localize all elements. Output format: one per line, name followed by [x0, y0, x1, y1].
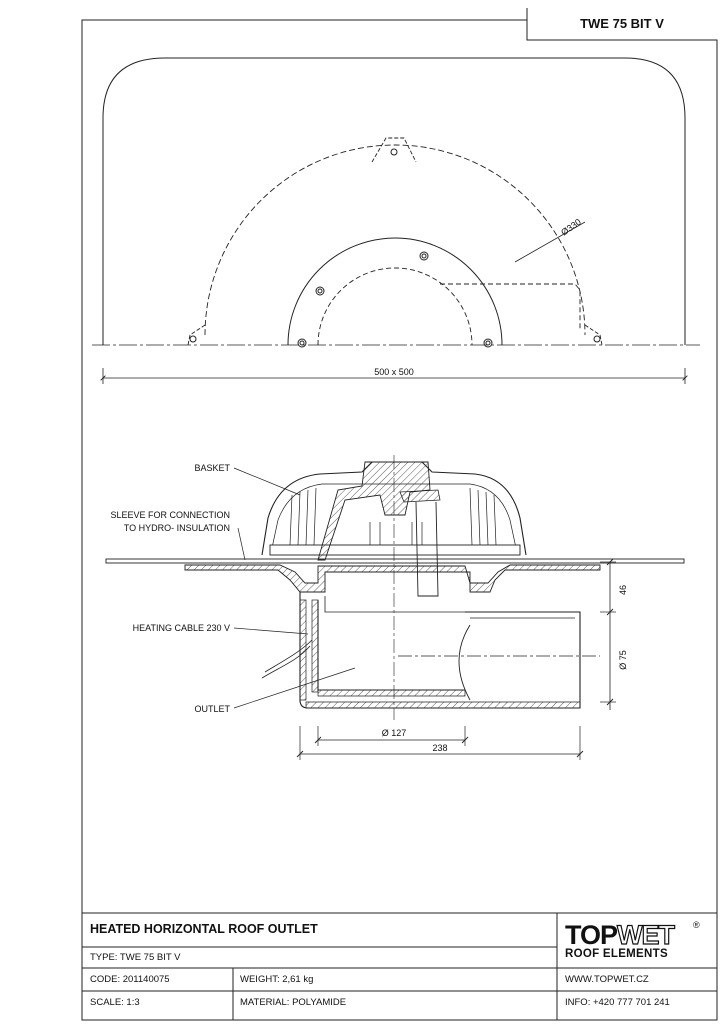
section-view [105, 455, 685, 760]
plan-diameter-leader [514, 221, 586, 263]
plan-diameter-label: Ø330 [559, 217, 583, 238]
plan-flange-outline [102, 57, 686, 345]
drawing-code: TWE 75 BIT V [580, 15, 664, 31]
logo-top: TOP [565, 920, 618, 950]
weight-field: WEIGHT: 2,61 kg [240, 974, 314, 985]
basket-centre-stem [317, 461, 431, 561]
label-sleeve-line2: TO HYDRO- INSULATION [124, 523, 230, 533]
plan-size-label: 500 x 500 [374, 367, 414, 377]
logo-wet: WET [616, 920, 675, 950]
roof-membrane [105, 558, 685, 564]
dim-height-top: 46 [618, 585, 628, 595]
logo-wordmark: TOPWET [565, 920, 705, 950]
dim-length: 238 [432, 743, 447, 753]
label-sleeve-line1: SLEEVE FOR CONNECTION [110, 510, 230, 520]
website-link[interactable]: WWW.TOPWET.CZ [565, 974, 649, 985]
dim-pipe-diameter: Ø 75 [618, 650, 628, 670]
sheet-border [81, 19, 718, 1021]
topwet-logo: TOPWET ® ROOF ELEMENTS [565, 920, 705, 964]
material-field: MATERIAL: POLYAMIDE [240, 997, 347, 1008]
heating-cable [261, 639, 313, 679]
label-heating-cable: HEATING CABLE 230 V [133, 623, 230, 633]
drawing-title: HEATED HORIZONTAL ROOF OUTLET [90, 922, 318, 936]
info-phone: INFO: +420 777 701 241 [565, 997, 670, 1008]
plan-basket-outline [204, 144, 586, 336]
horizontal-pipe [465, 611, 581, 702]
plan-flange-ring [287, 237, 503, 346]
scale-field: SCALE: 1:3 [90, 997, 140, 1008]
code-field: CODE: 201140075 [90, 974, 170, 985]
title-block-grid [82, 912, 717, 1020]
label-basket: BASKET [194, 463, 230, 473]
plan-view [92, 57, 700, 384]
type-field: TYPE: TWE 75 BIT V [90, 952, 181, 963]
logo-roof-elements: ROOF ELEMENTS [565, 948, 668, 960]
registered-mark: ® [693, 920, 700, 930]
dim-body-diameter: Ø 127 [382, 728, 407, 738]
label-outlet: OUTLET [194, 704, 230, 714]
sleeve-flange [184, 564, 601, 593]
